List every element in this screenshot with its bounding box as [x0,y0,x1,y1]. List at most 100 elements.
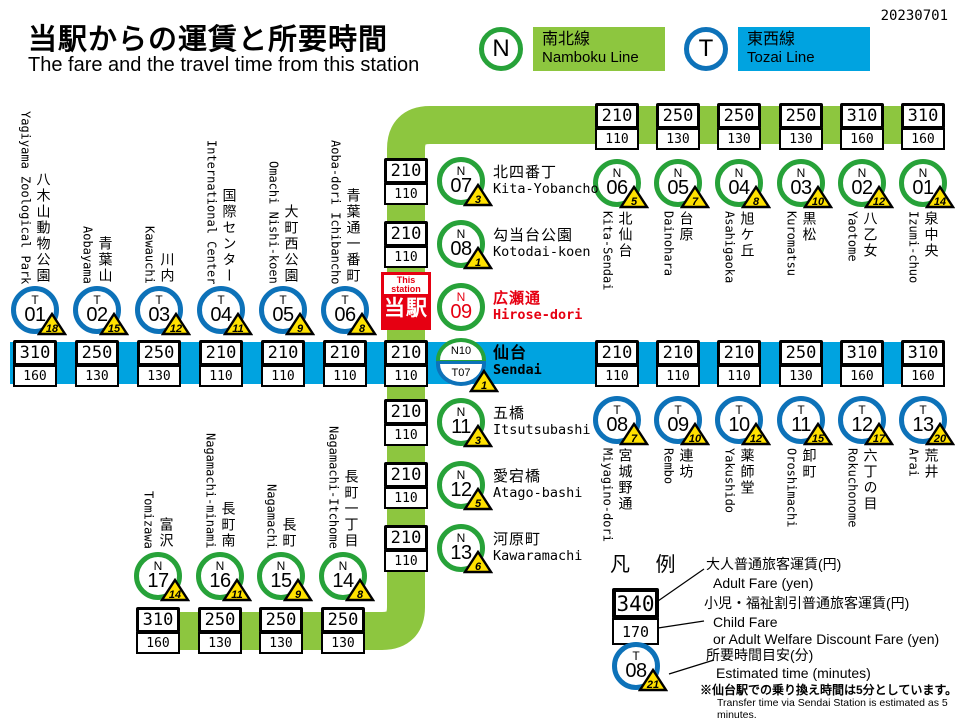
adult-fare: 210 [384,158,428,184]
travel-time-value: 18 [46,323,59,335]
station-name-en: Kita-Sendai [600,211,615,291]
child-fare: 110 [384,487,428,509]
travel-time-value: 11 [232,323,243,335]
line-letter: T [217,293,225,307]
namboku-name-en: Namboku Line [542,49,639,66]
station-number: 01 [912,177,934,199]
station-number: 14 [332,570,354,592]
line-letter: T [797,403,805,417]
travel-time-value: 15 [108,323,121,335]
travel-time-triangle: 12 [741,422,771,446]
station-name-ja: 長町南 [220,501,237,549]
adult-fare: 210 [384,340,428,366]
travel-time-value: 5 [475,498,482,510]
station-name-en: Kuromatsu [784,211,799,277]
child-fare: 110 [384,183,428,205]
travel-time-triangle: 8 [741,185,771,209]
travel-time-triangle: 3 [463,424,493,448]
travel-time-value: 7 [631,433,638,445]
travel-time-triangle: 12 [864,185,894,209]
child-fare: 160 [901,128,945,150]
namboku-letter: N [492,35,510,62]
station-number: 11 [791,414,811,436]
child-fare: 130 [779,365,823,387]
station-name-ja: 北仙台 [617,211,634,259]
travel-time-triangle: 21 [638,668,668,692]
station-number: 06 [606,177,628,199]
travel-time-value: 1 [475,257,481,269]
station-name-en: Asahigaoka [722,211,737,284]
station-number: 13 [450,542,472,564]
this-station-label-en: This station [384,275,428,294]
travel-time-triangle: 8 [347,312,377,336]
travel-time-triangle: 15 [99,312,129,336]
travel-time-triangle: 9 [283,578,313,602]
line-letter: N [456,405,466,419]
station-number: 03 [790,177,812,199]
line-letter: N [456,164,466,178]
adult-fare: 210 [717,340,761,366]
child-fare: 110 [384,365,428,387]
travel-time-value: 5 [631,196,638,208]
travel-time-triangle: 15 [803,422,833,446]
station-name-ja: 広瀬通 [493,290,542,307]
child-fare: 110 [384,424,428,446]
namboku-line-chip: 南北線 Namboku Line [533,27,665,71]
line-letter: T [632,649,640,663]
legend-note-ja: ※仙台駅での乗り換え時間は5分としています。 [700,683,958,697]
station-name-ja: 富沢 [158,517,175,549]
adult-fare: 250 [137,340,181,366]
adult-fare: 210 [384,399,428,425]
station-name-ja: 荒井 [923,448,940,480]
tozai-letter: T [698,35,714,62]
child-fare: 110 [384,246,428,268]
station-name-ja: 長町 [281,517,298,549]
station-number: 12 [851,414,873,436]
line-letter: N [612,166,622,180]
station-name-en: Rokuchonome [845,448,860,528]
station-name-en: Hirose-dori [493,307,583,323]
station-name-ja: 仙台 [493,345,528,362]
station-name-en: Kita-Yobancho [493,181,599,197]
child-fare: 110 [717,365,761,387]
namboku-line-symbol: N [479,27,523,71]
station-name-en: Sendai [493,362,542,378]
line-letter: T [279,293,287,307]
station-number: 08 [606,414,628,436]
line-letter: T [674,403,682,417]
child-fare: 130 [779,128,823,150]
line-letter: T [93,293,101,307]
travel-time-triangle: 6 [463,550,493,574]
adult-fare: 250 [656,103,700,129]
travel-time-triangle: 18 [37,312,67,336]
station-number: 03 [148,304,170,326]
child-fare: 110 [261,365,305,387]
station-name-en: Yakushido [722,448,737,514]
legend-adult-ja: 大人普通旅客運賃(円) [706,556,842,572]
line-letter: N [918,166,928,180]
adult-fare: 210 [261,340,305,366]
station-number: 04 [728,177,750,199]
station-number: 16 [209,570,231,592]
line-letter: T [341,293,349,307]
line-letter: N [276,559,286,573]
travel-time-value: 11 [231,589,242,601]
